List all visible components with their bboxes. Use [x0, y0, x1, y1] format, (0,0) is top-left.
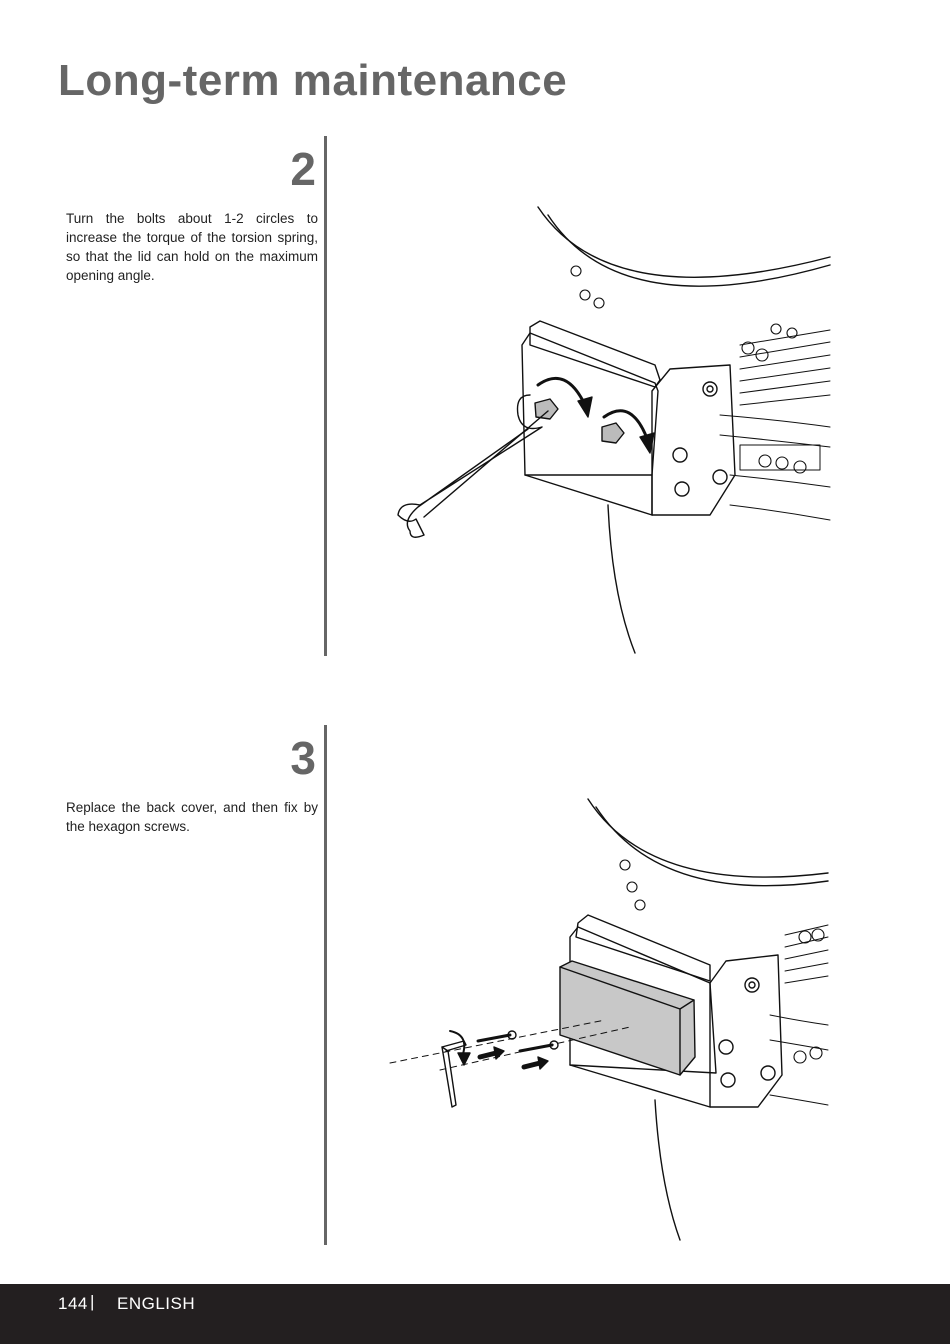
- footer-separator: |: [90, 1292, 94, 1312]
- step-number: 3: [290, 731, 316, 785]
- page-number: 144: [58, 1294, 88, 1314]
- back-cover-plate: [560, 961, 695, 1075]
- step-number: 2: [290, 142, 316, 196]
- step-divider: [324, 136, 327, 656]
- back-cover-illustration: [380, 795, 840, 1250]
- step-instruction: Turn the bolts about 1-2 circles to incr…: [66, 209, 318, 285]
- step-divider: [324, 725, 327, 1245]
- page-footer: 144 | ENGLISH: [0, 1284, 950, 1344]
- bolt-adjustment-illustration: [380, 205, 840, 660]
- step-instruction: Replace the back cover, and then fix by …: [66, 798, 318, 836]
- page-title: Long-term maintenance: [58, 56, 567, 106]
- footer-language: ENGLISH: [117, 1294, 195, 1314]
